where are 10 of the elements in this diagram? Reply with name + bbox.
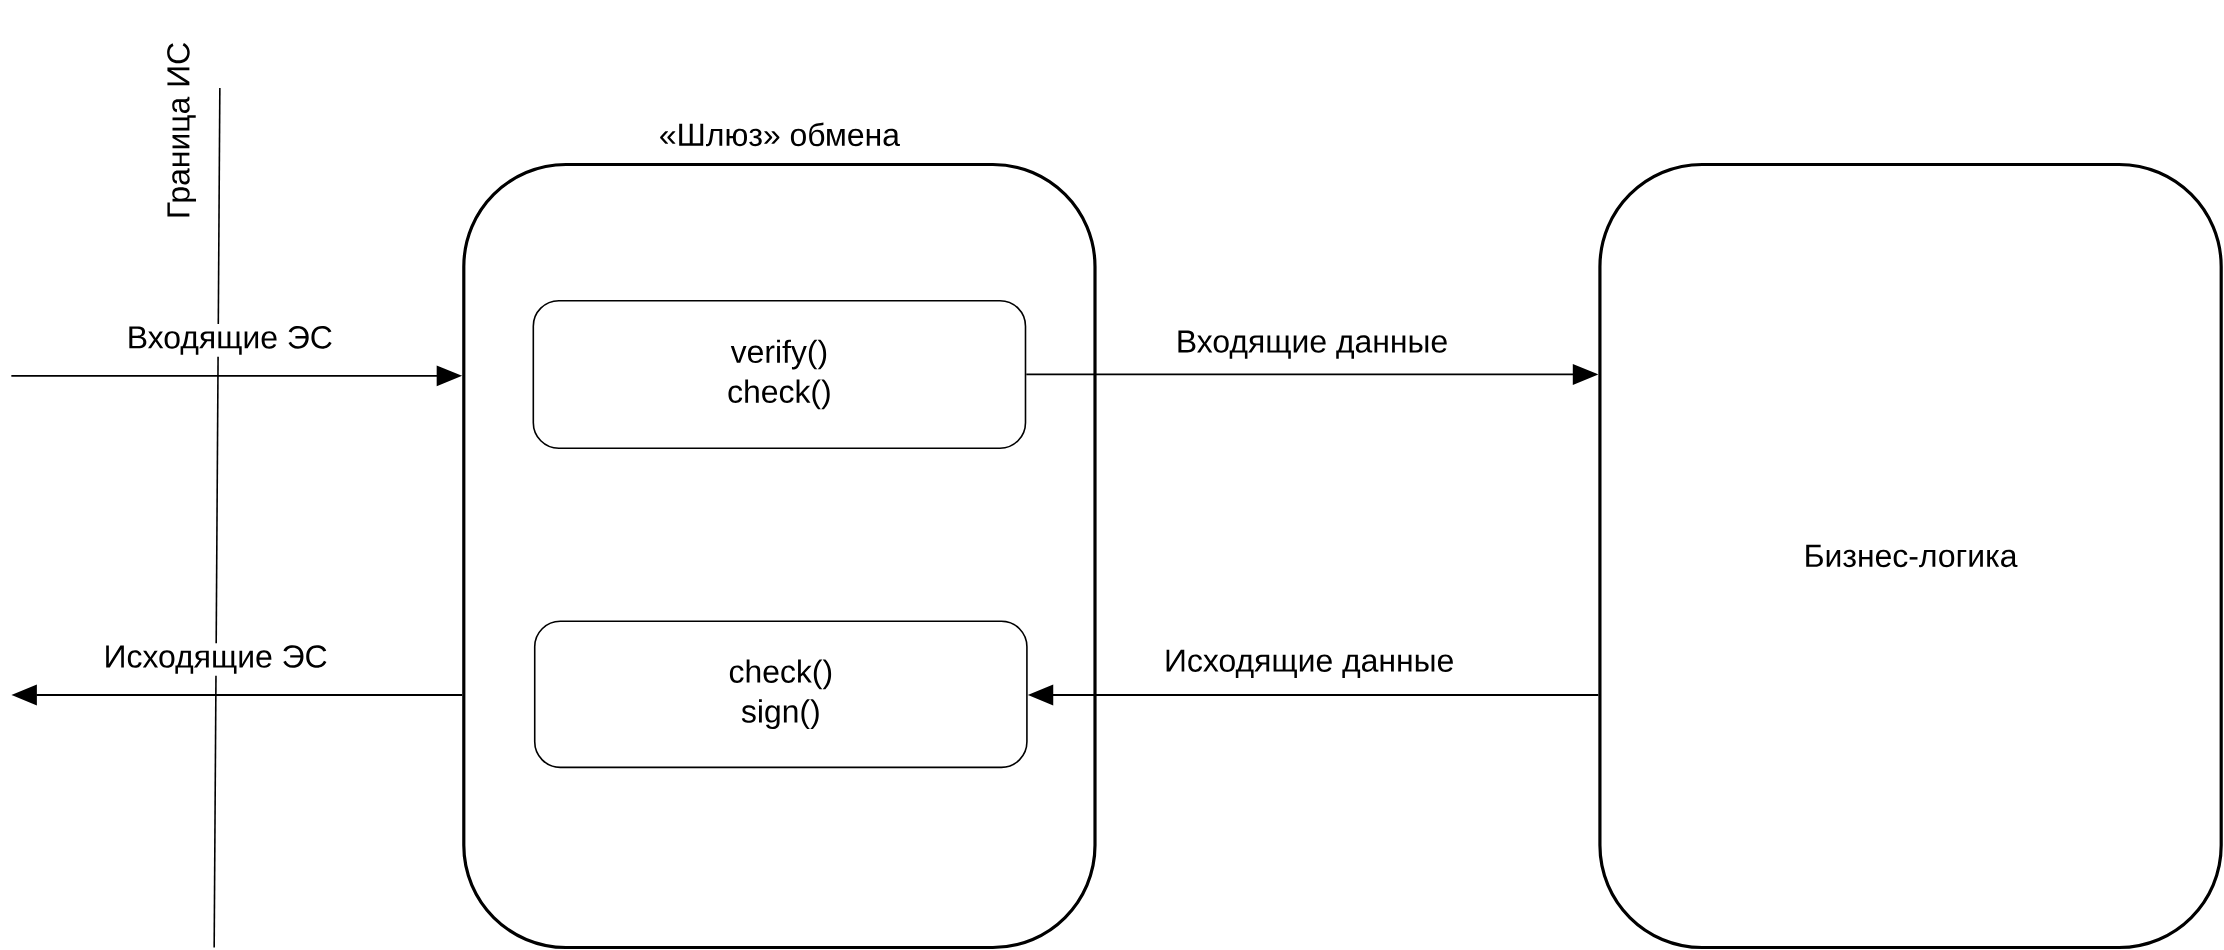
box-title: «Шлюз» обмена	[660, 122, 900, 146]
process-box	[462, 162, 1097, 949]
method-box: check() sign()	[533, 620, 1028, 768]
edge-label: Исходящие ЭС	[101, 643, 330, 676]
process-box: Бизнес-логика	[1598, 162, 2223, 949]
boundary-label: Граница ИС	[165, 39, 198, 221]
edge-label: Входящие ЭС	[124, 323, 335, 357]
method-box: verify() check()	[532, 299, 1027, 449]
edge-label: Входящие данные	[1173, 328, 1451, 361]
edge-label: Исходящие данные	[1162, 647, 1457, 680]
